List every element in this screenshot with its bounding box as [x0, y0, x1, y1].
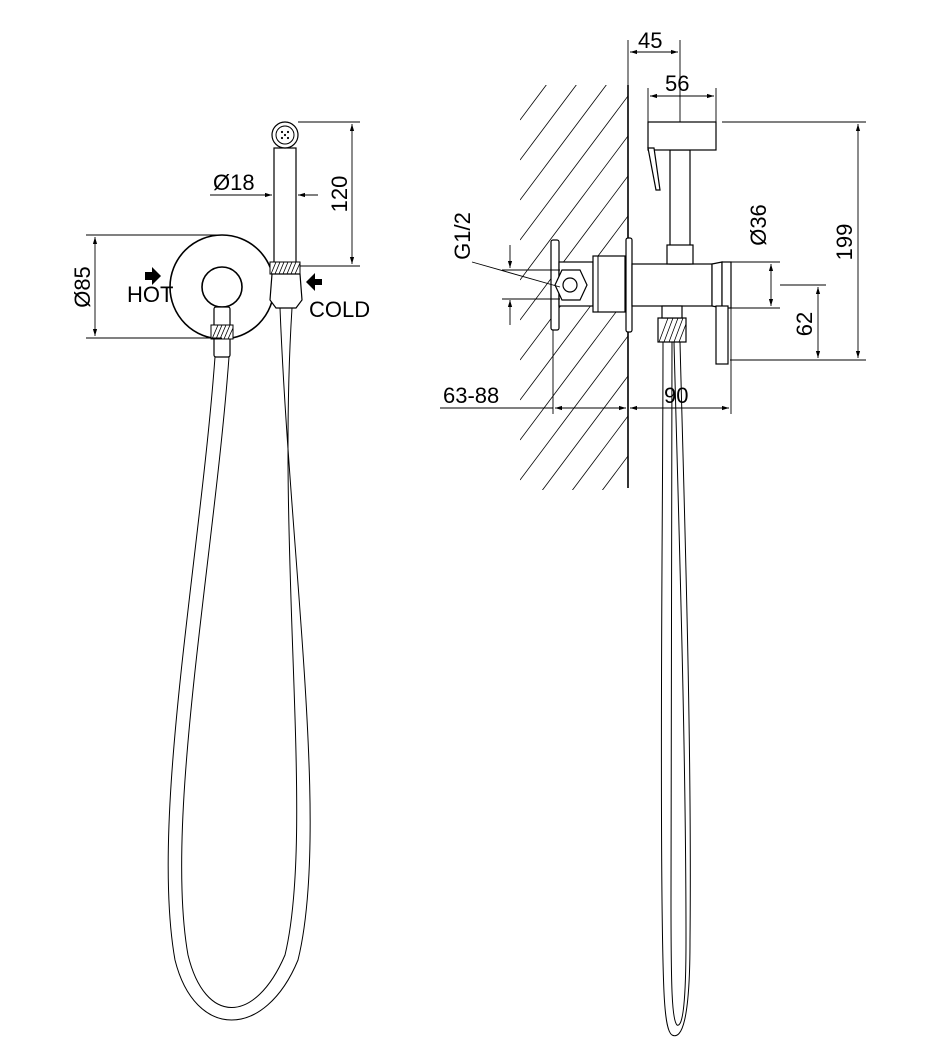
- svg-text:199: 199: [832, 224, 857, 261]
- hand-shower: [269, 121, 303, 309]
- dim-width-90: 90: [630, 308, 732, 414]
- svg-text:45: 45: [638, 28, 662, 53]
- hot-label: HOT: [127, 282, 173, 307]
- svg-text:G1/2: G1/2: [450, 212, 475, 260]
- dim-width-45: 45: [627, 28, 681, 122]
- svg-text:Ø18: Ø18: [213, 170, 255, 195]
- dim-height-199: 199: [722, 121, 866, 361]
- svg-text:90: 90: [664, 383, 688, 408]
- svg-text:120: 120: [327, 176, 352, 213]
- svg-text:62: 62: [792, 312, 817, 336]
- valve-body-side: [631, 149, 732, 365]
- side-view: 45 56 G1/2 Ø36: [440, 28, 866, 1037]
- front-view: HOT COLD Ø85 Ø18 120: [70, 121, 370, 1021]
- svg-text:56: 56: [665, 71, 689, 96]
- inlet-body: [550, 237, 633, 333]
- hand-shower-side: [647, 121, 717, 191]
- hose-side: [660, 341, 691, 1037]
- dim-diameter-36: Ø36: [731, 204, 780, 309]
- dim-height-120: 120: [298, 121, 360, 267]
- svg-text:Ø85: Ø85: [70, 266, 95, 308]
- svg-text:63-88: 63-88: [443, 383, 499, 408]
- dim-height-62: 62: [780, 284, 826, 358]
- dim-depth-63-88: 63-88: [440, 330, 626, 414]
- cold-label: COLD: [309, 297, 370, 322]
- svg-text:Ø36: Ø36: [746, 204, 771, 246]
- cold-arrow-icon: [306, 273, 322, 291]
- dim-diameter-18: Ø18: [210, 170, 318, 198]
- dim-diameter-85: Ø85: [70, 234, 222, 339]
- hot-arrow-icon: [145, 267, 161, 285]
- valve-knob: [201, 266, 243, 308]
- hose-front: [167, 307, 311, 1021]
- dim-thread-g12: G1/2: [450, 212, 561, 325]
- lever-knurl: [210, 324, 234, 340]
- dim-width-56: 56: [647, 71, 717, 122]
